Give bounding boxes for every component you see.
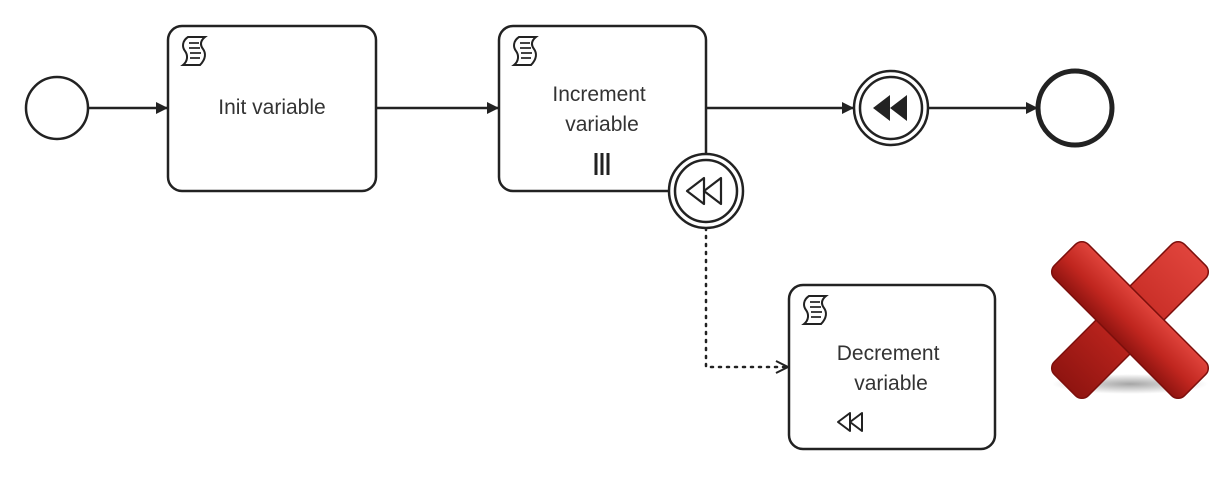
compensation-boundary-event[interactable] bbox=[667, 152, 745, 230]
task-decrement-variable[interactable]: Decrement variable bbox=[787, 283, 997, 451]
compensation-marker-icon bbox=[837, 412, 863, 432]
rewind-filled-icon bbox=[873, 95, 907, 121]
task-label: Increment variable bbox=[552, 83, 651, 136]
end-event[interactable] bbox=[1035, 68, 1115, 148]
task-label: Init variable bbox=[218, 96, 325, 119]
task-label: Decrement variable bbox=[837, 342, 946, 395]
sequential-multi-instance-icon bbox=[594, 153, 610, 175]
compensation-throw-event[interactable] bbox=[852, 69, 930, 147]
rewind-icon bbox=[685, 176, 723, 206]
compensation-association[interactable] bbox=[704, 226, 790, 367]
start-event[interactable] bbox=[24, 75, 90, 141]
task-init-variable[interactable]: Init variable bbox=[166, 24, 378, 193]
task-increment-variable[interactable]: Increment variable bbox=[497, 24, 708, 193]
red-x-icon bbox=[1050, 240, 1210, 400]
